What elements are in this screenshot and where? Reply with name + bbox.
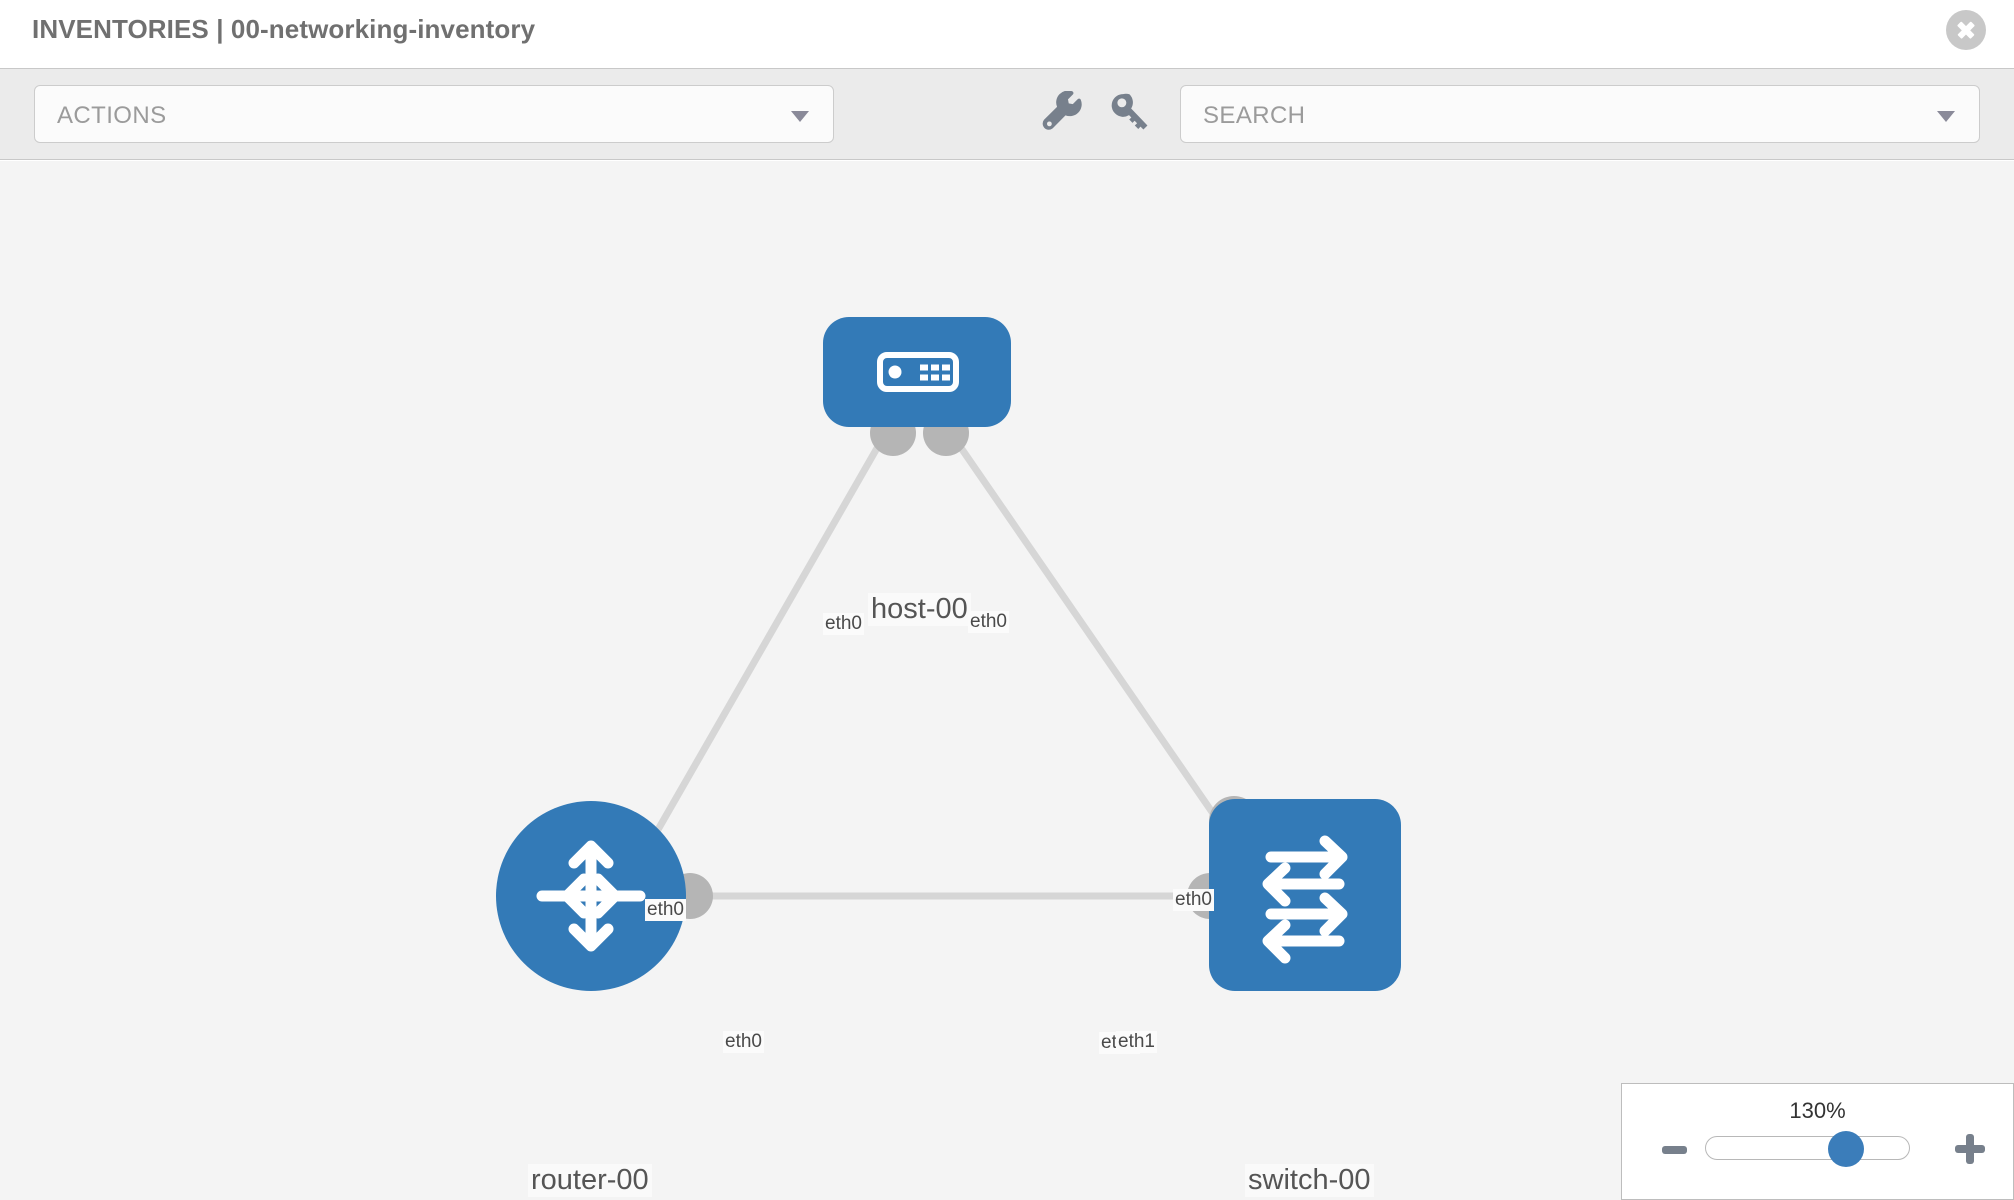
switch-arrows-icon	[1262, 835, 1348, 964]
topology-node-label-host-00: host-00	[868, 593, 971, 626]
minus-icon[interactable]	[1662, 1146, 1687, 1154]
interface-label-router-uplink: eth0	[645, 899, 686, 921]
interface-label-switch-left-over: eth1	[1116, 1031, 1157, 1053]
page-header: INVENTORIES | 00-networking-inventory	[0, 0, 2014, 68]
zoom-control-panel: 130%	[1621, 1083, 2014, 1200]
plus-icon[interactable]	[1955, 1134, 1985, 1164]
search-input[interactable]: SEARCH	[1180, 85, 1980, 143]
edge-host-switch[interactable]	[945, 427, 1235, 843]
edge-host-router[interactable]	[636, 427, 892, 863]
zoom-slider-thumb[interactable]	[1828, 1131, 1865, 1167]
key-icon[interactable]	[1107, 91, 1153, 137]
topology-node-label-router-00: router-00	[528, 1164, 652, 1197]
router-arrows-icon	[536, 840, 646, 952]
chevron-down-icon[interactable]	[1937, 111, 1955, 122]
interface-label-switch-uplink: eth0	[1173, 889, 1214, 911]
page-title: INVENTORIES | 00-networking-inventory	[32, 14, 536, 44]
interface-label-host-left: eth0	[823, 613, 864, 635]
zoom-slider-track[interactable]	[1705, 1131, 1910, 1167]
topology-node-host-00[interactable]	[823, 317, 1011, 427]
topology-node-router-00[interactable]	[496, 801, 686, 991]
actions-dropdown-label: ACTIONS	[57, 102, 167, 129]
actions-dropdown[interactable]: ACTIONS	[34, 85, 834, 143]
topology-node-label-switch-00: switch-00	[1245, 1164, 1374, 1197]
interface-label-router-right: eth0	[723, 1031, 764, 1053]
close-icon[interactable]	[1946, 10, 1986, 50]
topology-node-switch-00[interactable]	[1209, 799, 1401, 991]
toolbar: ACTIONS SEARCH	[0, 68, 2014, 160]
interface-label-host-right: eth0	[968, 611, 1009, 633]
search-input-value: SEARCH	[1203, 102, 1306, 129]
topology-canvas[interactable]: host-00 router-00 switch-00 eth0 eth0 et…	[0, 161, 2014, 1200]
topology-edges	[636, 427, 1235, 900]
wrench-icon[interactable]	[1040, 91, 1086, 137]
zoom-percent-label: 130%	[1789, 1098, 1846, 1123]
chevron-down-icon	[791, 111, 809, 122]
server-icon	[877, 352, 959, 392]
